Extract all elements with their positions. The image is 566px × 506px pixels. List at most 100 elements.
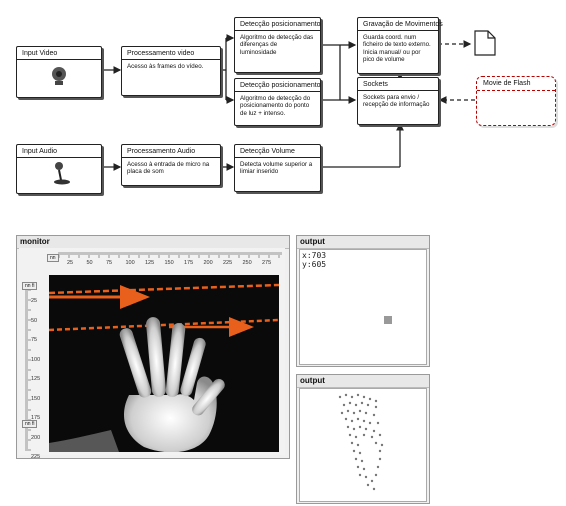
proc-audio-box: Processamento Audio Acesso à entrada de … (121, 144, 221, 186)
recorded-trail-plot (338, 393, 384, 491)
proc-audio-desc: Acesso à entrada de micro na placa de so… (127, 161, 210, 176)
trail-dot (364, 475, 368, 479)
trail-dot (378, 433, 382, 437)
h-ruler-tick-label: 100 (125, 260, 135, 266)
v-ruler-tick-label: 25 (31, 298, 38, 304)
trail-dot (354, 457, 358, 461)
ruler-left-bottom-control[interactable]: nn fi (22, 420, 38, 428)
ruler-top-control[interactable]: nn (47, 254, 59, 262)
trail-dot (346, 425, 350, 429)
trail-dot (362, 395, 366, 399)
tracked-point-marker (384, 316, 392, 324)
movie-flash-title: Movie de Flash (477, 77, 555, 91)
trail-dot (360, 459, 364, 463)
trail-dot (346, 409, 350, 413)
trail-dot (352, 449, 356, 453)
trail-dot (350, 419, 354, 423)
det-pos1-desc: Algoritmo de detecção das diferenças de … (240, 34, 314, 56)
input-audio-box: Input Audio (16, 144, 102, 194)
v-ruler-tick-label: 125 (31, 376, 41, 382)
output-window-1: output x:703 y:605 (296, 235, 430, 367)
trail-dot (354, 403, 358, 407)
trail-dot (356, 465, 360, 469)
trail-dot (344, 393, 348, 397)
trail-dot (374, 441, 378, 445)
trail-dot (372, 487, 376, 491)
h-ruler-tick-label: 200 (203, 260, 213, 266)
h-ruler-tick-label: 125 (145, 260, 155, 266)
h-ruler-tick-label: 250 (242, 260, 252, 266)
trail-dot (352, 411, 356, 415)
x-coordinate: x:703 (302, 251, 327, 260)
trail-dot (364, 427, 368, 431)
sockets-desc: Sockets para envio / recepção de informa… (363, 94, 430, 109)
trail-dot (370, 479, 374, 483)
trail-dot (380, 443, 384, 447)
trail-dot (342, 403, 346, 407)
trail-dot (368, 397, 372, 401)
det-pos1-box: Detecção posicionamento Algoritmo de det… (234, 17, 321, 73)
trail-dot (374, 399, 378, 403)
det-pos2-title: Detecção posicionamento (235, 79, 321, 92)
v-ruler-tick-label: 150 (31, 395, 41, 402)
v-ruler-tick-label: 200 (31, 434, 41, 441)
v-ruler-tick-label: 100 (31, 356, 41, 363)
trail-dot (374, 473, 378, 477)
coord-readout: x:703 y:605 (302, 251, 326, 269)
video-frame (49, 275, 279, 452)
proc-video-box: Processamento video Acesso às frames do … (121, 46, 221, 96)
trail-dot (338, 395, 342, 399)
diagram-connectors (101, 34, 475, 171)
h-ruler-tick-label: 150 (164, 260, 174, 266)
gravacao-desc: Guarda coord. num ficheiro de texto exte… (363, 34, 431, 64)
v-ruler-tick-label: 75 (31, 337, 38, 343)
trail-dot (362, 419, 366, 423)
trail-dot (350, 441, 354, 445)
microphone-icon (54, 162, 70, 185)
det-pos2-desc: Algoritmo de detecção do posicionamento … (240, 95, 311, 117)
h-ruler-tick-label: 225 (223, 260, 233, 266)
trail-dot (378, 457, 382, 461)
trail-dot (372, 413, 376, 417)
h-ruler-tick-label: 275 (262, 260, 272, 266)
trail-dot (358, 425, 362, 429)
trail-dot (356, 393, 360, 397)
h-ruler-tick-label: 50 (86, 260, 93, 266)
output-1-canvas: x:703 y:605 (299, 249, 427, 365)
trail-dot (362, 433, 366, 437)
trail-dot (358, 409, 362, 413)
v-ruler-tick-label: 175 (31, 415, 41, 421)
ruler-left-top-control[interactable]: nn fi (22, 282, 38, 290)
gravacao-title: Gravação de Movimentos (358, 18, 443, 31)
movie-flash-box: Movie de Flash (476, 76, 556, 126)
det-volume-desc: Detecta volume superior a limiar inserid… (240, 161, 313, 176)
trail-dot (354, 435, 358, 439)
trail-dot (378, 449, 382, 453)
input-audio-title: Input Audio (17, 145, 101, 158)
v-ruler-tick-label: 50 (31, 317, 38, 324)
trail-dot (376, 421, 380, 425)
trail-dot (348, 433, 352, 437)
trail-dot (372, 429, 376, 433)
proc-audio-title: Processamento Audio (122, 145, 220, 158)
sockets-title: Sockets (358, 78, 438, 91)
webcam-icon (52, 67, 66, 85)
input-video-box: Input Video (16, 46, 102, 98)
trail-dot (364, 411, 368, 415)
hand-video-image (49, 283, 279, 452)
output-2-title: output (297, 375, 429, 388)
h-ruler-tick-label: 75 (106, 260, 113, 266)
det-volume-box: Detecção Volume Detecta volume superior … (234, 144, 321, 192)
h-ruler-tick-label: 175 (184, 260, 194, 266)
v-ruler-tick-label: 225 (31, 454, 41, 460)
trail-dot (340, 411, 344, 415)
vertical-ruler (25, 289, 31, 451)
trail-dot (348, 401, 352, 405)
trail-dot (370, 435, 374, 439)
trail-dot (356, 443, 360, 447)
output-1-title: output (297, 236, 429, 249)
file-icon (474, 30, 496, 56)
proc-video-title: Processamento video (122, 47, 220, 60)
